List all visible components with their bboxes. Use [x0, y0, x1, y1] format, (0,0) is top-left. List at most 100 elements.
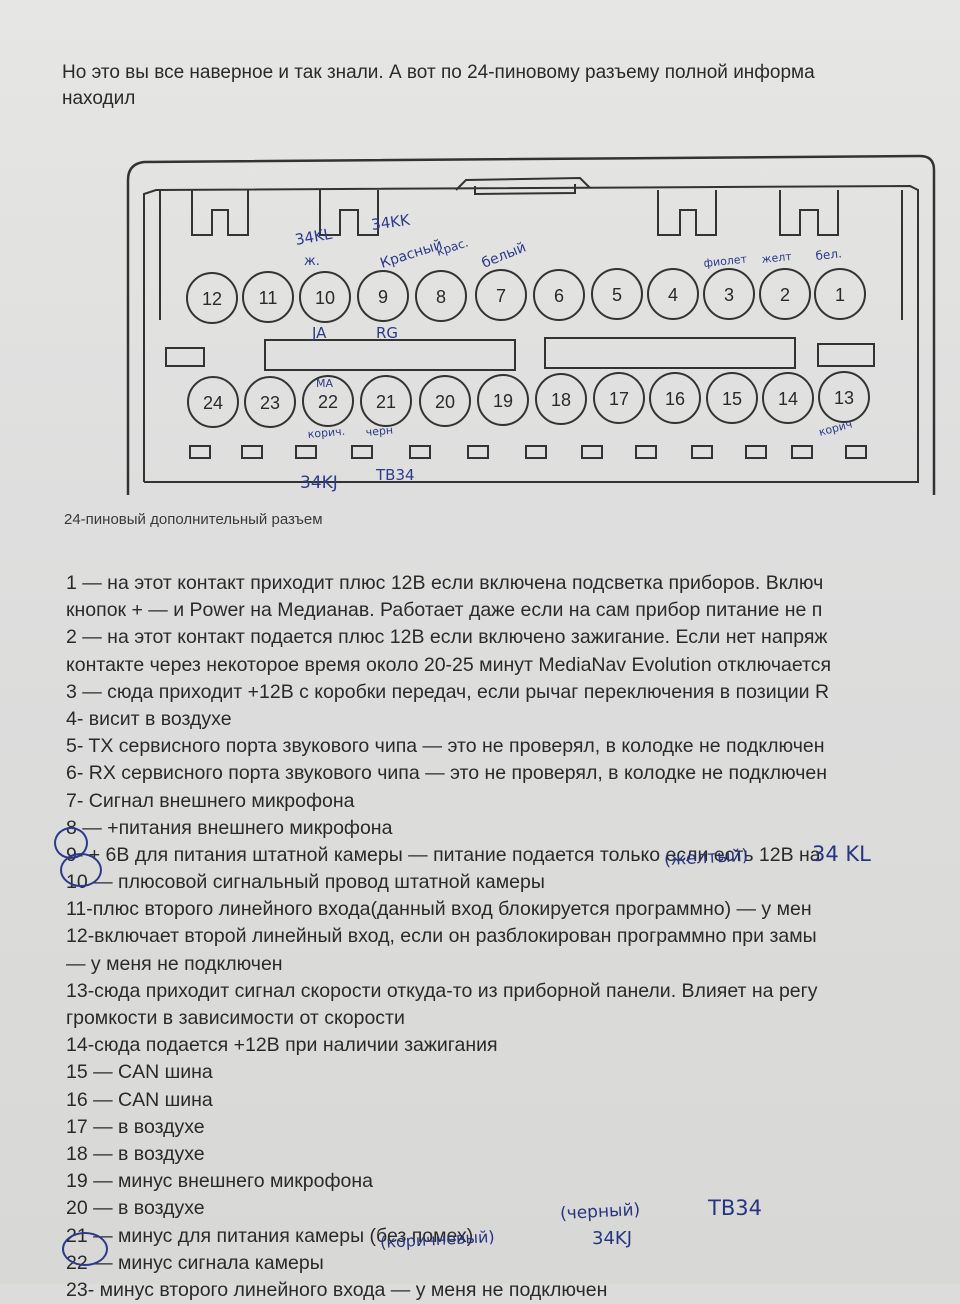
svg-text:9: 9 [378, 287, 388, 307]
note-korich-13: корич [817, 418, 853, 439]
list-line: 20 — в воздухе [66, 1197, 205, 1220]
svg-text:18: 18 [551, 390, 571, 410]
svg-text:13: 13 [834, 388, 854, 408]
svg-text:6: 6 [554, 286, 564, 306]
note-bel: бел. [815, 246, 843, 263]
connector-housing [126, 154, 936, 495]
intro-line-1: Но это вы все наверное и так знали. А во… [62, 62, 815, 83]
note-tb34-text: TB34 [708, 1196, 762, 1220]
terminal-tabs [189, 445, 867, 459]
pin-5: 5 [591, 268, 643, 320]
note-cherny: (черный) [559, 1199, 641, 1225]
note-34kl: 34KL [294, 225, 334, 249]
list-line: 6- RX сервисного порта звукового чипа — … [66, 762, 827, 785]
diagram-caption: 24-пиновый дополнительный разъем [64, 511, 323, 528]
top-row-pins: 12 11 10 9 8 7 6 5 4 3 2 1 [186, 268, 866, 324]
connector-inner-frame [143, 184, 919, 483]
svg-text:22: 22 [318, 392, 338, 412]
pin-16: 16 [649, 372, 701, 424]
list-line: 5- TX сервисного порта звукового чипа — … [66, 735, 825, 758]
svg-text:4: 4 [668, 285, 678, 305]
list-line: 1 — на этот контакт приходит плюс 12В ес… [66, 572, 824, 594]
note-rg: RG [376, 324, 398, 342]
list-line: 10 — плюсовой сигнальный провод штатной … [66, 871, 545, 894]
svg-text:7: 7 [496, 286, 506, 306]
list-line: 2 — на этот контакт подается плюс 12В ес… [66, 626, 828, 649]
intro-text: Но это вы все наверное и так знали. А во… [62, 60, 815, 112]
note-zhelt: желт [761, 250, 793, 266]
list-line: 22 — минус сигнала камеры [66, 1251, 324, 1274]
pin-19: 19 [477, 374, 529, 426]
intro-line-2: находил [62, 88, 136, 109]
pin-18: 18 [535, 373, 587, 425]
list-line: 18 — в воздухе [66, 1142, 205, 1165]
note-fiolet: фиолет [703, 252, 748, 270]
svg-text:8: 8 [436, 287, 446, 307]
connector-latches [159, 176, 903, 320]
list-line: 11-плюс второго линейного входа(данный в… [66, 898, 812, 921]
pin-12: 12 [186, 272, 238, 324]
connector-separators [165, 337, 875, 371]
note-bely: белый [480, 240, 529, 272]
svg-text:5: 5 [612, 285, 622, 305]
list-line: 15 — CAN шина [66, 1061, 213, 1084]
list-line: контакте через некоторое время около 20-… [66, 653, 832, 676]
svg-text:15: 15 [722, 389, 742, 409]
svg-text:2: 2 [780, 285, 790, 305]
list-line: 3 — сюда приходит +12В с коробки передач… [66, 680, 830, 703]
pin-21: 21 [360, 375, 412, 427]
bottom-row-pins: 24 23 22 21 20 19 18 17 16 15 14 13 [187, 371, 870, 428]
note-34kk: 34KK [370, 211, 412, 234]
list-line: 13-сюда приходит сигнал скорости откуда-… [66, 979, 818, 1002]
note-korich: корич. [307, 425, 346, 441]
list-line: кнопок + — и Power на Медианав. Работает… [66, 599, 823, 622]
handwritten-circle-10 [60, 853, 102, 887]
pin-23: 23 [244, 376, 296, 428]
pin-2: 2 [759, 268, 811, 320]
svg-text:1: 1 [835, 285, 845, 305]
note-tb34: TB34 [375, 466, 415, 484]
list-line: 17 — в воздухе [66, 1115, 205, 1138]
svg-text:24: 24 [203, 393, 223, 413]
svg-text:12: 12 [202, 289, 222, 309]
diagram-annotations: 34KL 34KK ж. Красный крас. белый фиолет … [294, 211, 854, 493]
svg-text:21: 21 [376, 392, 396, 412]
list-line: 23- минус второго линейного входа — у ме… [66, 1278, 608, 1301]
svg-text:20: 20 [435, 392, 455, 412]
note-34kj: 34KJ [300, 473, 338, 493]
pin-10: 10 [299, 271, 351, 323]
pin-4: 4 [647, 268, 699, 320]
svg-text:16: 16 [665, 389, 685, 409]
list-line: 19 — минус внешнего микрофона [66, 1170, 373, 1193]
pin-7: 7 [475, 269, 527, 321]
note-34kl-text: 34 KL [812, 842, 871, 866]
note-krasny: Красный [378, 237, 444, 272]
pin-9: 9 [357, 270, 409, 322]
pin-14: 14 [762, 372, 814, 424]
list-line: 8 — +питания внешнего микрофона [66, 816, 393, 839]
svg-text:17: 17 [609, 389, 629, 409]
connector-diagram: 12 11 10 9 8 7 6 5 4 3 2 1 24 23 22 21 2… [126, 154, 936, 495]
list-line: 21 — минус для питания камеры (без помех… [66, 1224, 474, 1247]
list-line: 4- висит в воздухе [66, 707, 232, 730]
note-ja: JA [311, 324, 327, 342]
pin-20: 20 [419, 375, 471, 427]
pin-11: 11 [242, 271, 294, 323]
list-line: — у меня не подключен [66, 952, 283, 975]
note-34kj-text: 34KJ [592, 1228, 633, 1249]
pin-15: 15 [706, 372, 758, 424]
list-line: 7- Сигнал внешнего микрофона [66, 789, 355, 812]
svg-text:19: 19 [493, 391, 513, 411]
list-line: 12-включает второй линейный вход, если о… [66, 925, 817, 948]
svg-text:11: 11 [259, 288, 278, 308]
pin-1: 1 [814, 268, 866, 320]
pin-24: 24 [187, 376, 239, 428]
pin-17: 17 [593, 372, 645, 424]
list-line: 14-сюда подается +12В при наличии зажига… [66, 1034, 498, 1057]
pin-22: 22 [302, 375, 354, 427]
pin-13: 13 [818, 371, 870, 423]
svg-text:23: 23 [260, 393, 280, 413]
handwritten-circle-22 [62, 1232, 108, 1266]
pin-3: 3 [703, 268, 755, 320]
pin-description-list: 1 — на этот контакт приходит плюс 12В ес… [66, 570, 831, 1304]
